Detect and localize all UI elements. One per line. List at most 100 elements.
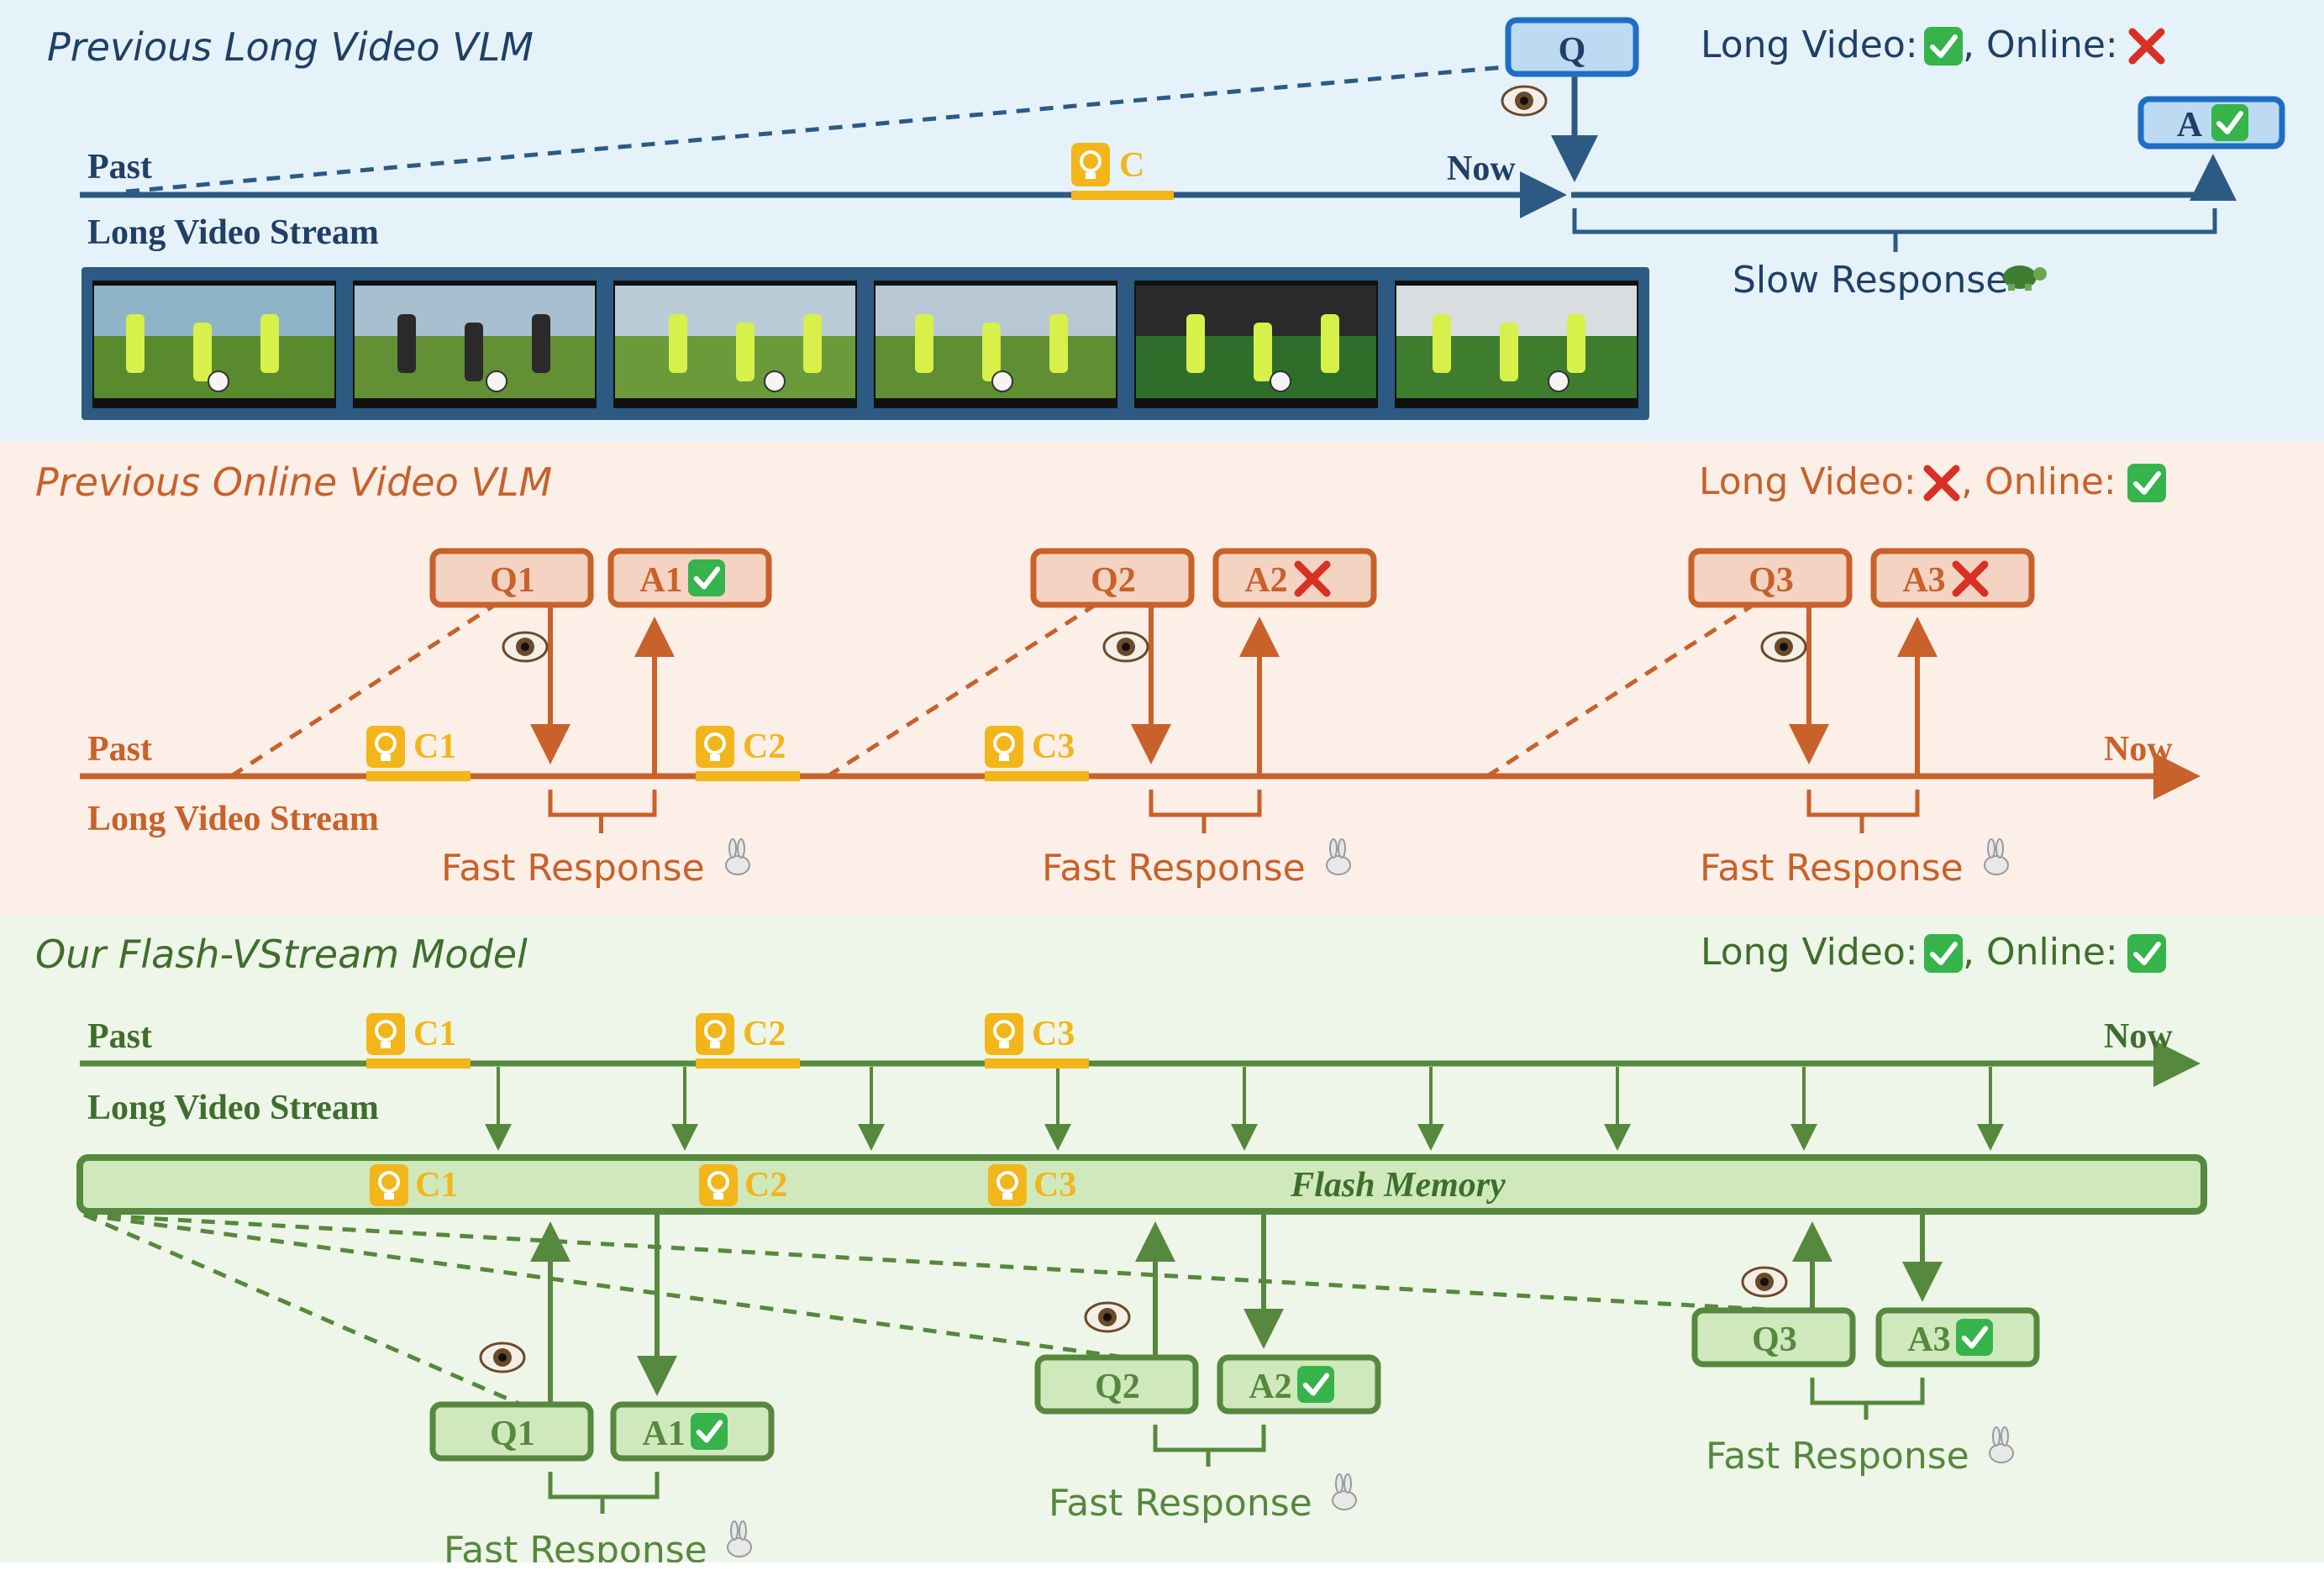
check-icon bbox=[1297, 1366, 1334, 1403]
clue-segment bbox=[366, 771, 471, 781]
panel2-now-label: Now bbox=[2104, 730, 2173, 769]
rabbit-icon bbox=[725, 838, 750, 875]
response-label: Fast Response bbox=[441, 847, 705, 890]
panel3-now-label: Now bbox=[2104, 1017, 2173, 1056]
memory-clue-label: C1 bbox=[415, 1166, 458, 1205]
panel3-title: Our Flash-VStream Model bbox=[35, 932, 528, 977]
rabbit-icon bbox=[1326, 838, 1351, 875]
answer-label: A1 bbox=[639, 561, 682, 600]
lightbulb-icon bbox=[696, 726, 734, 768]
rabbit-icon bbox=[727, 1520, 752, 1557]
panel3-background bbox=[0, 916, 2324, 1562]
response-brace bbox=[548, 790, 657, 833]
eye-icon bbox=[1760, 631, 1807, 663]
answer-label: A3 bbox=[1907, 1321, 1950, 1359]
clue-segment bbox=[366, 1058, 471, 1069]
cross-icon bbox=[1294, 560, 1331, 597]
flash-memory-label: Flash Memory bbox=[1290, 1166, 1506, 1205]
eye-icon bbox=[502, 631, 549, 663]
response-label: Fast Response bbox=[1049, 1482, 1312, 1525]
attention-line bbox=[83, 1212, 1127, 1360]
lightbulb-icon bbox=[366, 1013, 405, 1055]
panel3-status: Long Video: , Online: bbox=[1701, 931, 2166, 974]
lightbulb-icon bbox=[370, 1164, 408, 1206]
response-label: Fast Response bbox=[1042, 847, 1306, 890]
eye-icon bbox=[1084, 1301, 1131, 1333]
lightbulb-icon bbox=[696, 1013, 734, 1055]
query-box bbox=[1691, 1307, 1856, 1368]
lightbulb-icon bbox=[1071, 143, 1110, 186]
lightbulb-icon bbox=[988, 1164, 1027, 1206]
rabbit-icon bbox=[1332, 1473, 1357, 1510]
frame-player-57-field bbox=[874, 281, 1117, 408]
panel1-answer-label: A bbox=[2177, 106, 2203, 144]
attention-line bbox=[83, 1212, 1784, 1313]
attention-line bbox=[826, 585, 1123, 779]
panel2-status: Long Video: , Online: bbox=[1699, 460, 2166, 503]
panel1-title: Previous Long Video VLM bbox=[47, 24, 534, 70]
response-brace bbox=[1149, 790, 1262, 833]
memory-feed-arrows bbox=[485, 1067, 2004, 1151]
clue-label: C3 bbox=[1032, 727, 1075, 766]
lightbulb-icon bbox=[985, 726, 1023, 768]
clue-label: C1 bbox=[413, 727, 456, 766]
query-box bbox=[1034, 1354, 1199, 1415]
answer-box bbox=[1870, 548, 2035, 608]
check-icon bbox=[2211, 104, 2248, 141]
query-label: Q2 bbox=[1095, 1368, 1140, 1406]
flash-memory-bar bbox=[76, 1154, 2207, 1215]
panel1-clue-segment bbox=[1071, 191, 1174, 200]
query-label: Q1 bbox=[490, 561, 535, 600]
query-box bbox=[429, 1401, 594, 1462]
clue-segment bbox=[696, 771, 800, 781]
eye-icon bbox=[1102, 631, 1149, 663]
frame-ball-closeup bbox=[1134, 281, 1378, 408]
answer-label: A2 bbox=[1244, 561, 1287, 600]
rabbit-icon bbox=[1989, 1426, 2014, 1463]
panel1-response-label: Slow Response bbox=[1732, 259, 2008, 302]
check-icon bbox=[1924, 27, 1963, 66]
clue-label: C2 bbox=[743, 1015, 786, 1053]
response-brace bbox=[1806, 790, 1920, 833]
query-label: Q3 bbox=[1748, 561, 1794, 600]
panel-flash-vstream: Our Flash-VStream Model Long Video: , On… bbox=[0, 916, 2324, 1572]
eye-icon bbox=[479, 1342, 526, 1373]
cross-icon bbox=[1923, 465, 1960, 501]
query-label: Q1 bbox=[490, 1415, 535, 1453]
panel3-past-label: Past bbox=[87, 1017, 152, 1056]
answer-box bbox=[1212, 548, 1377, 608]
panel1-past-label: Past bbox=[87, 148, 152, 186]
frame-goalkeeper-dive bbox=[1395, 281, 1638, 408]
panel1-status-long-label: Long Video: bbox=[1701, 24, 1918, 66]
panel1-response-brace bbox=[1572, 208, 2217, 252]
turtle-icon bbox=[2003, 265, 2047, 291]
response-brace bbox=[1810, 1378, 1925, 1420]
check-icon bbox=[2127, 934, 2166, 973]
cross-icon bbox=[1952, 560, 1989, 597]
attention-line bbox=[83, 1212, 522, 1407]
check-icon bbox=[1956, 1319, 1993, 1356]
check-icon bbox=[1924, 934, 1963, 973]
panel-online-video-vlm: Previous Online Video VLM Long Video: , … bbox=[0, 441, 2324, 916]
panel2-status-online-label: , Online: bbox=[1961, 460, 2116, 503]
check-icon bbox=[691, 1413, 728, 1450]
frame-player-15-juggling bbox=[92, 281, 336, 408]
eye-icon bbox=[1741, 1266, 1788, 1298]
panel1-status-online-label: , Online: bbox=[1963, 24, 2118, 66]
panel3-status-long-label: Long Video: bbox=[1701, 931, 1918, 974]
panel1-status: Long Video: , Online: bbox=[1701, 24, 2165, 66]
panel3-stream-label: Long Video Stream bbox=[87, 1089, 379, 1127]
panel1-clue-label: C bbox=[1119, 146, 1144, 185]
response-label: Fast Response bbox=[1706, 1435, 1969, 1478]
panel2-past-label: Past bbox=[87, 730, 152, 769]
panel1-query-box bbox=[1505, 17, 1639, 77]
query-box bbox=[429, 548, 594, 608]
